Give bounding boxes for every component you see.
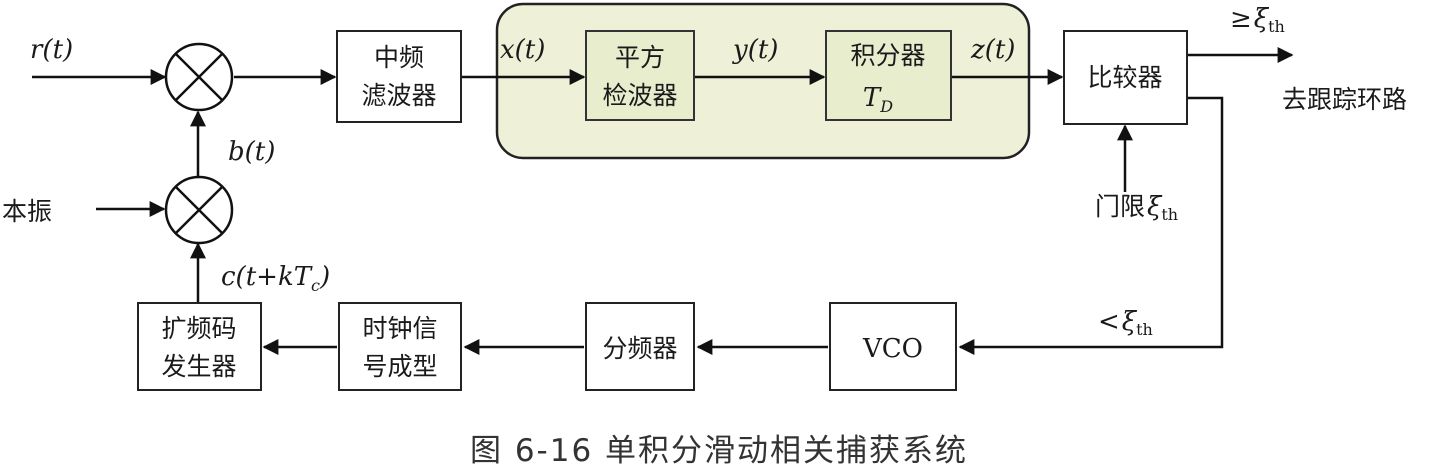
if-filter-line-1: 中频: [374, 43, 424, 72]
clock-shaper-line-2: 号成型: [362, 352, 437, 381]
signal-z: z(t): [970, 35, 1015, 65]
block-vco: VCO: [829, 302, 957, 391]
block-clock-shaper: 时钟信 号成型: [338, 302, 462, 391]
threshold-label: 门限ξth: [1095, 192, 1178, 224]
clock-shaper-line-1: 时钟信: [362, 314, 437, 343]
code-generator-line-1: 扩频码: [161, 314, 236, 343]
output-ge-threshold: ≥ξth: [1230, 4, 1285, 36]
block-square-detector: 平方 检波器: [585, 30, 695, 121]
local-oscillator-label: 本振: [2, 197, 52, 226]
mixer-2: [164, 175, 234, 245]
signal-c: c(t+kTc): [221, 262, 330, 295]
integrator-label: 积分器: [850, 41, 925, 70]
mixer-1: [164, 42, 234, 112]
integrator-param: TD: [863, 83, 893, 116]
signal-b: b(t): [228, 137, 275, 167]
code-generator-line-2: 发生器: [161, 352, 236, 381]
output-lt-threshold: <ξth: [1098, 307, 1153, 339]
block-divider: 分频器: [585, 302, 695, 391]
wires: [32, 47, 1294, 355]
if-filter-line-2: 滤波器: [361, 81, 436, 110]
comparator-label: 比较器: [1087, 63, 1162, 92]
square-detector-line-1: 平方: [615, 43, 665, 72]
signal-y: y(t): [732, 35, 778, 65]
block-if-filter: 中频 滤波器: [336, 30, 462, 123]
vco-label: VCO: [862, 334, 923, 364]
signal-x: x(t): [500, 35, 545, 65]
block-code-generator: 扩频码 发生器: [137, 302, 262, 391]
square-detector-line-2: 检波器: [602, 81, 677, 110]
wire-comparator-to-vco: [958, 96, 1224, 355]
figure-caption: 图 6-16 单积分滑动相关捕获系统: [470, 433, 968, 469]
block-integrator: 积分器 TD: [825, 30, 952, 121]
block-comparator: 比较器: [1063, 30, 1188, 125]
signal-r: r(t): [30, 35, 73, 65]
divider-label: 分频器: [602, 334, 677, 363]
to-tracking-loop-label: 去跟踪环路: [1282, 85, 1407, 114]
